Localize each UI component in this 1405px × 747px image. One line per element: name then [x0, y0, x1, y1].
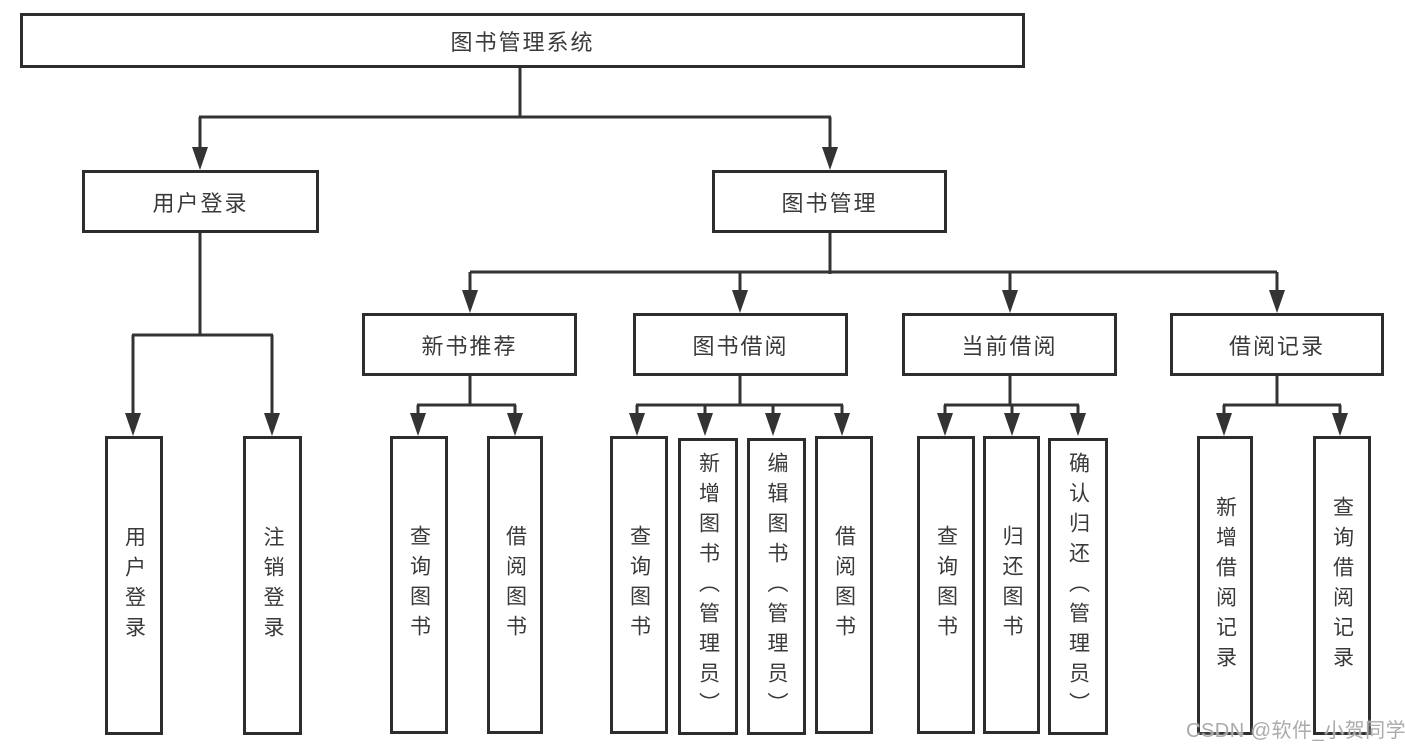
leaf-query-books-current: 查询图书 [917, 436, 975, 734]
leaf-query-borrow-record-label: 查询借阅记录 [1330, 495, 1354, 676]
leaf-confirm-return-admin: 确认归还（管理员） [1048, 438, 1108, 735]
node-borrowing-records-label: 借阅记录 [1228, 333, 1325, 359]
leaf-query-books-recommend: 查询图书 [390, 436, 448, 734]
leaf-query-books-current-label: 查询图书 [934, 525, 958, 645]
leaf-confirm-return-admin-label: 确认归还（管理员） [1066, 451, 1090, 722]
leaf-user-login: 用户登录 [105, 436, 163, 735]
node-book-management-label: 图书管理 [781, 190, 878, 216]
node-user-login: 用户登录 [82, 170, 319, 233]
leaf-borrow-books: 借阅图书 [815, 436, 873, 734]
node-borrowing-records: 借阅记录 [1170, 313, 1384, 376]
leaf-add-books-admin: 新增图书（管理员） [678, 438, 738, 735]
leaf-add-borrow-record: 新增借阅记录 [1197, 436, 1253, 735]
leaf-query-borrow-record: 查询借阅记录 [1313, 436, 1371, 735]
leaf-query-books-borrowing: 查询图书 [610, 436, 668, 734]
leaf-user-login-label: 用户登录 [122, 525, 146, 646]
node-new-book-recommendation-label: 新书推荐 [421, 333, 518, 359]
node-current-borrowing: 当前借阅 [902, 313, 1117, 376]
node-new-book-recommendation: 新书推荐 [362, 313, 577, 376]
leaf-return-books: 归还图书 [983, 436, 1040, 734]
csdn-watermark: CSDN @软件_小贺同学 [1186, 720, 1405, 742]
leaf-return-books-label: 归还图书 [1000, 525, 1023, 645]
leaf-borrow-books-label: 借阅图书 [832, 525, 856, 645]
node-current-borrowing-label: 当前借阅 [961, 333, 1058, 359]
node-book-borrowing-label: 图书借阅 [692, 333, 789, 359]
leaf-add-books-admin-label: 新增图书（管理员） [696, 451, 720, 722]
leaf-logout: 注销登录 [243, 436, 302, 735]
leaf-borrow-books-recommend: 借阅图书 [487, 436, 543, 734]
node-user-login-label: 用户登录 [152, 190, 249, 216]
leaf-query-books-borrowing-label: 查询图书 [627, 525, 651, 645]
leaf-edit-books-admin: 编辑图书（管理员） [747, 438, 806, 735]
node-library-system-label: 图书管理系统 [450, 29, 595, 55]
leaf-borrow-books-recommend-label: 借阅图书 [503, 525, 527, 645]
leaf-edit-books-admin-label: 编辑图书（管理员） [765, 451, 788, 722]
node-book-borrowing: 图书借阅 [633, 313, 848, 376]
node-book-management: 图书管理 [712, 170, 947, 233]
leaf-query-books-recommend-label: 查询图书 [407, 525, 431, 645]
node-library-system: 图书管理系统 [20, 13, 1025, 68]
leaf-logout-label: 注销登录 [261, 525, 284, 646]
leaf-add-borrow-record-label: 新增借阅记录 [1213, 495, 1237, 676]
